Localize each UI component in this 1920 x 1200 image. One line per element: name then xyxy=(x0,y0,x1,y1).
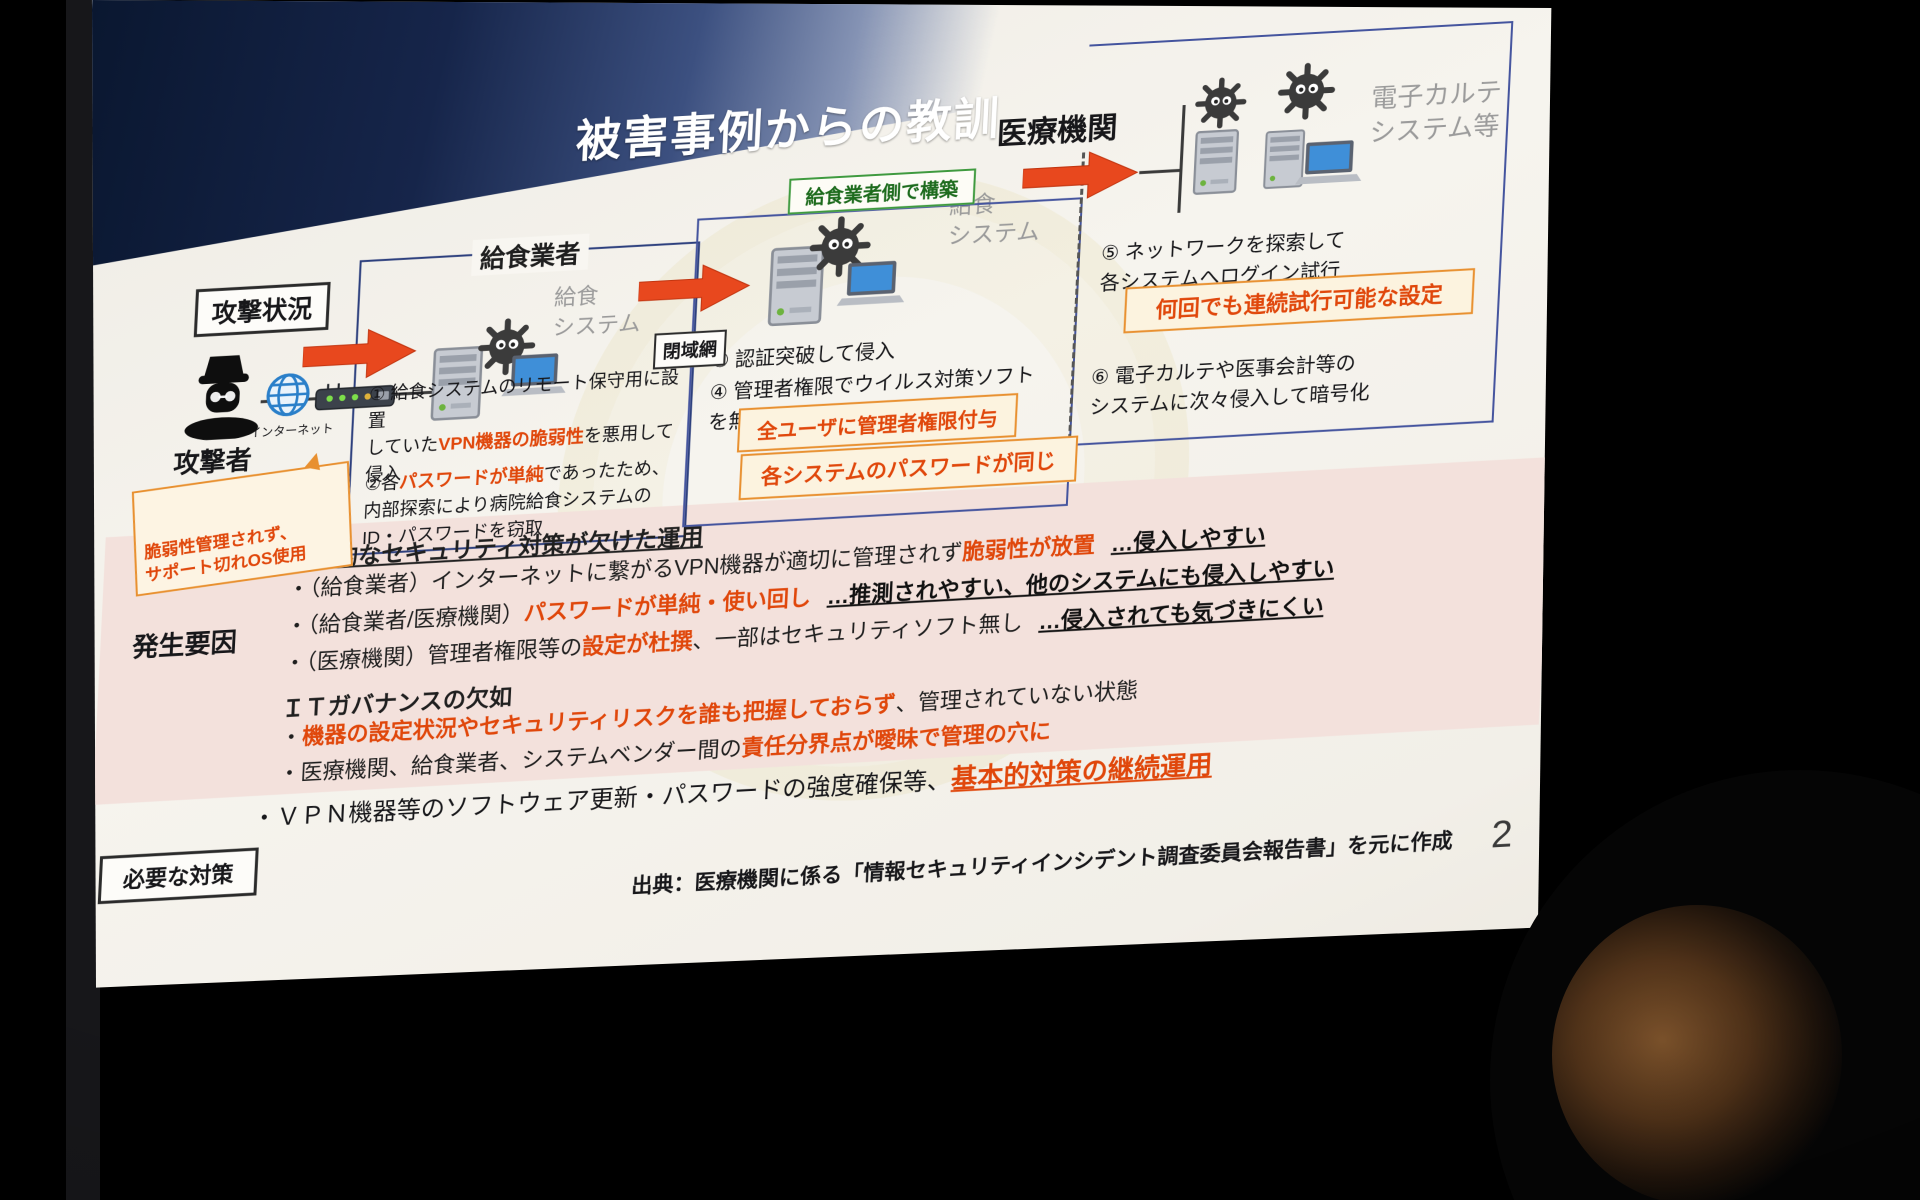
malware-virus-icon xyxy=(1276,61,1337,122)
page-number: 2 xyxy=(1490,813,1514,857)
attack-status-label: 攻撃状況 xyxy=(193,281,331,338)
attack-arrow-icon xyxy=(637,260,752,316)
attack-arrow-icon xyxy=(301,325,419,383)
slide-content: 被害事例からの教訓 攻撃状況 攻撃者 xyxy=(106,0,1552,944)
bubble-tail xyxy=(304,451,325,471)
laptop-icon xyxy=(836,258,907,310)
attack-arrow-icon xyxy=(1021,147,1141,203)
laptop-icon xyxy=(1294,137,1364,189)
malware-virus-icon xyxy=(476,316,537,377)
measures-emphasis: 基本的対策の継続運用 xyxy=(950,749,1214,795)
audience-hair-highlight xyxy=(1552,905,1842,1200)
bullet-emphasis: 脆弱性が放置 xyxy=(962,532,1096,565)
attacker-label: 攻撃者 xyxy=(172,444,253,479)
step-2-emphasis: パスワードが単純 xyxy=(398,464,545,493)
step-1-emphasis: VPN機器の脆弱性 xyxy=(437,426,585,455)
closed-network-label: 閉域網 xyxy=(652,329,727,370)
malware-virus-icon xyxy=(1193,76,1248,131)
source-citation: 出典：医療機関に係る「情報セキュリティインシデント調査委員会報告書」を元に作成 xyxy=(630,829,1454,899)
step-2-pre: ②各 xyxy=(364,472,400,495)
bullet-emphasis: 設定が杜撰 xyxy=(581,628,694,660)
hospital-title: 医療機関 xyxy=(996,111,1119,152)
caterer-title: 給食業者 xyxy=(471,233,590,277)
server-icon xyxy=(430,345,484,422)
bullet-text: ・ xyxy=(279,724,303,751)
measures-label: 必要な対策 xyxy=(97,847,259,905)
attacker-spy-icon xyxy=(177,343,270,442)
server-icon xyxy=(1192,128,1240,196)
factors-label: 発生要因 xyxy=(131,626,238,663)
internet-globe-icon xyxy=(264,371,312,419)
server-icon xyxy=(767,244,825,327)
vpn-router-icon xyxy=(314,378,396,412)
malware-virus-icon xyxy=(808,214,873,279)
laptop-icon xyxy=(501,350,568,400)
server-icon xyxy=(1263,128,1306,190)
